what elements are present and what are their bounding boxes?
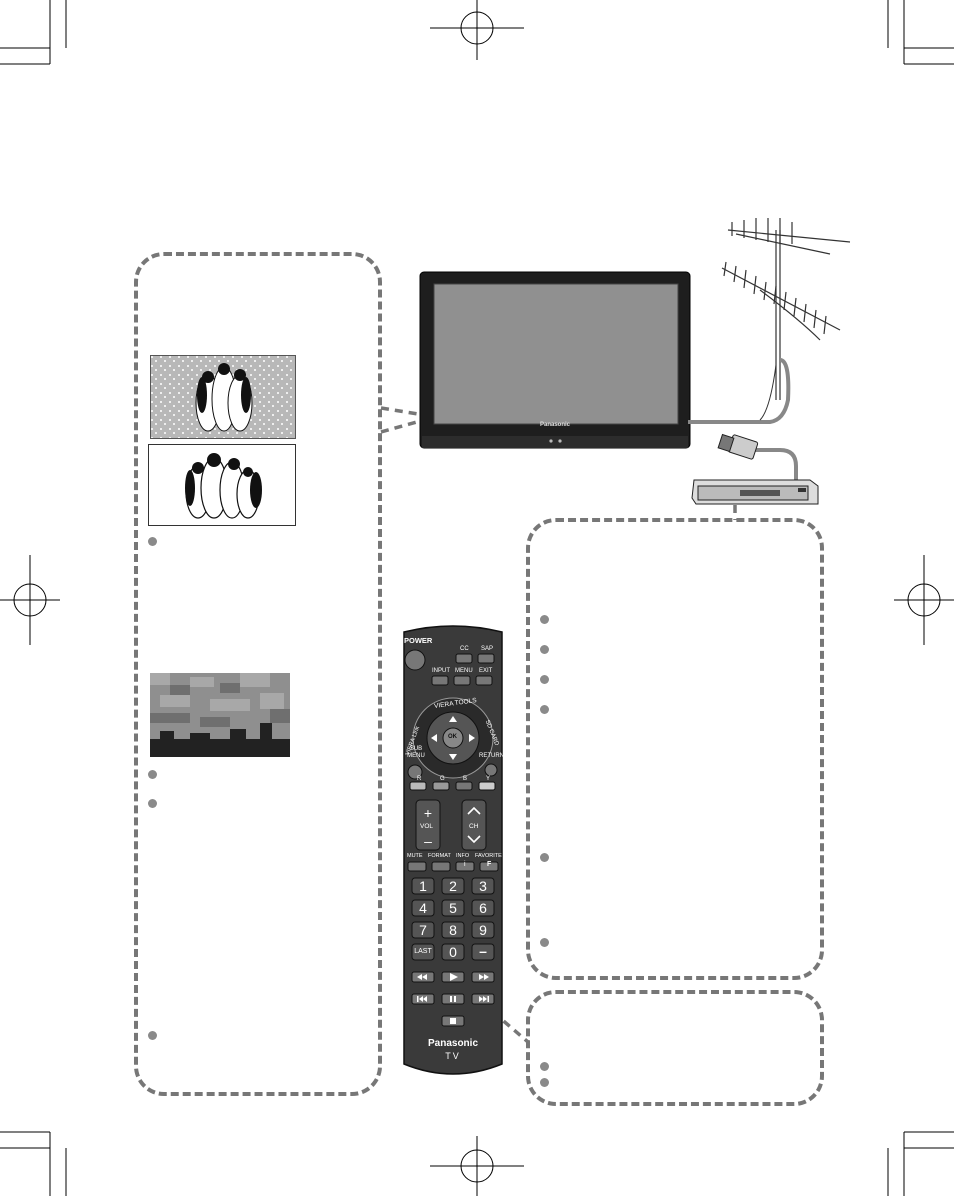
lower-right-callout-panel (526, 990, 824, 1106)
remote-input-label: INPUT (432, 668, 450, 674)
digital-noise-picture-illustration (150, 673, 290, 757)
remote-digit-7: 7 (419, 922, 427, 938)
remote-color-button-y: Y (486, 776, 491, 782)
bullet-right-3 (540, 675, 549, 684)
remote-mute-label: MUTE (407, 853, 423, 859)
snowy-picture-illustration (150, 355, 296, 439)
left-callout-panel (134, 252, 382, 1096)
remote-dash-label: – (479, 943, 487, 959)
remote-ok-label: OK (448, 734, 457, 740)
remote-color-button-g: G (440, 776, 445, 782)
remote-cc-label: CC (460, 646, 469, 652)
remote-menu-label: MENU (455, 668, 473, 674)
clear-picture-illustration (148, 444, 296, 526)
bullet-left-1 (148, 537, 157, 546)
bullet-left-2 (148, 770, 157, 779)
bullet-right-1 (540, 615, 549, 624)
tv-set-illustration (419, 271, 691, 449)
remote-digit-9: 9 (479, 922, 487, 938)
svg-text:+: + (424, 805, 432, 821)
remote-vol-label: VOL (420, 823, 434, 830)
right-callout-panel (526, 518, 824, 980)
remote-digit-1: 1 (419, 878, 427, 894)
remote-tv-label: TV (445, 1051, 461, 1061)
bullet-right-5 (540, 853, 549, 862)
bullet-right-7 (540, 1062, 549, 1071)
remote-sub-menu-label: SUB MENU (407, 746, 425, 759)
bullet-left-4 (148, 1031, 157, 1040)
remote-brand-label: Panasonic (427, 1038, 479, 1049)
remote-info-glyph: i (464, 861, 466, 868)
remote-sap-label: SAP (481, 646, 494, 652)
remote-favorite-label: FAVORITE (475, 853, 502, 859)
remote-digit-2: 2 (449, 878, 457, 894)
remote-digit-8: 8 (449, 922, 457, 938)
remote-digit-3: 3 (479, 878, 487, 894)
recorder-device-illustration (691, 479, 819, 505)
remote-control-illustration: + – (403, 625, 503, 1075)
remote-info-label: INFO (456, 853, 470, 859)
remote-favorite-glyph: F (487, 861, 492, 868)
bullet-right-2 (540, 645, 549, 654)
bullet-left-3 (148, 799, 157, 808)
power-button-shape (404, 649, 426, 671)
remote-last-label: LAST (414, 948, 432, 955)
tv-brand-label: Panasonic (540, 422, 571, 428)
remote-ch-label: CH (469, 823, 479, 830)
remote-digit-5: 5 (449, 900, 457, 916)
bullet-right-8 (540, 1078, 549, 1087)
remote-power-label: POWER (404, 636, 433, 645)
remote-digit-0: 0 (449, 944, 457, 960)
remote-digit-6: 6 (479, 900, 487, 916)
remote-color-button-b: B (463, 776, 468, 782)
bullet-right-4 (540, 705, 549, 714)
remote-format-label: FORMAT (428, 853, 451, 859)
remote-exit-label: EXIT (479, 668, 493, 674)
remote-digit-4: 4 (419, 900, 427, 916)
bullet-right-6 (540, 938, 549, 947)
remote-color-button-r: R (417, 776, 422, 782)
svg-text:–: – (424, 833, 432, 849)
remote-return-label: RETURN (479, 753, 504, 759)
antenna-and-cable-illustration (688, 218, 851, 486)
